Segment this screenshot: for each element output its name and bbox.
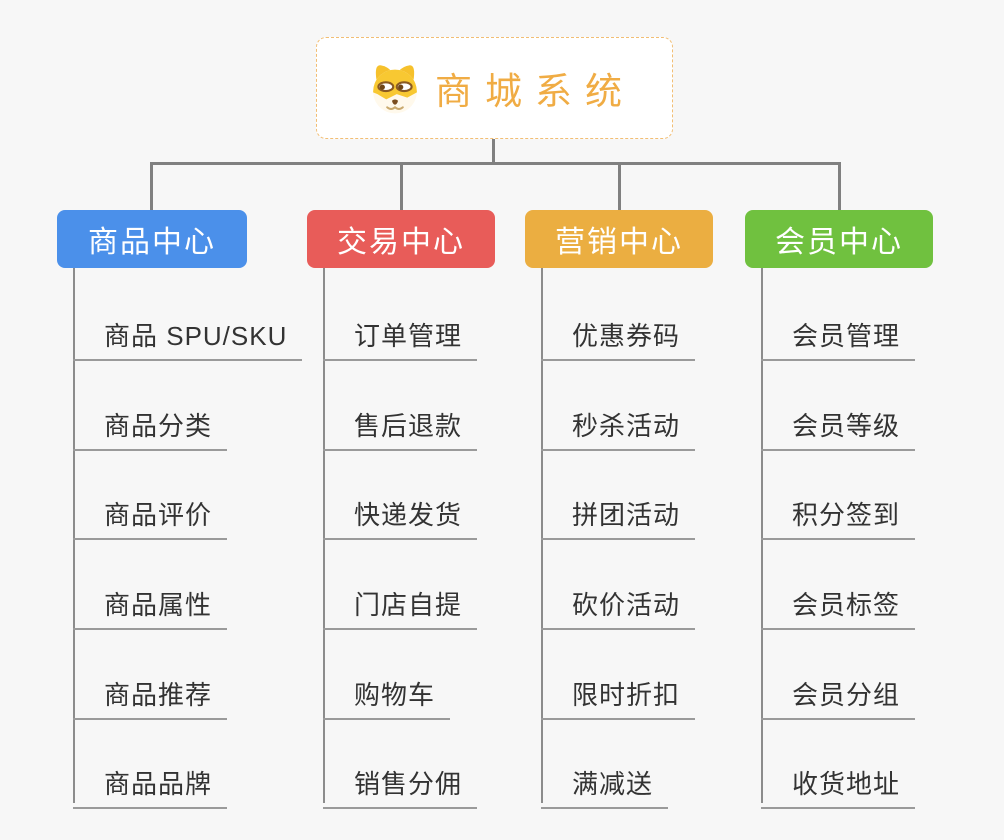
shiba-dog-icon — [367, 60, 423, 116]
branch-node-product-center[interactable]: 商品中心 — [57, 210, 247, 268]
leaf-node[interactable]: 砍价活动 — [541, 578, 696, 630]
branch-spine-line — [761, 268, 763, 803]
branch-connector-drop — [400, 162, 403, 211]
branch-connector-bus — [150, 162, 840, 165]
leaf-node[interactable]: 商品 SPU/SKU — [73, 309, 303, 361]
leaf-node[interactable]: 会员管理 — [761, 309, 916, 361]
leaf-node[interactable]: 商品推荐 — [73, 668, 228, 720]
branch-label: 商品中心 — [88, 226, 216, 259]
leaf-node[interactable]: 收货地址 — [761, 757, 916, 809]
branch-connector-drop — [150, 162, 153, 211]
branch-node-marketing-center[interactable]: 营销中心 — [525, 210, 713, 268]
leaf-node[interactable]: 拼团活动 — [541, 488, 696, 540]
leaf-node[interactable]: 订单管理 — [323, 309, 478, 361]
leaf-node[interactable]: 会员标签 — [761, 578, 916, 630]
leaf-node[interactable]: 快递发货 — [323, 488, 478, 540]
root-title: 商城系统 — [435, 71, 635, 112]
leaf-node[interactable]: 销售分佣 — [323, 757, 478, 809]
branch-label: 营销中心 — [555, 226, 683, 259]
leaf-node[interactable]: 商品评价 — [73, 488, 228, 540]
branch-connector-drop — [618, 162, 621, 211]
leaf-node[interactable]: 门店自提 — [323, 578, 478, 630]
root-connector-stem — [492, 139, 495, 165]
leaf-node[interactable]: 限时折扣 — [541, 668, 696, 720]
leaf-node[interactable]: 秒杀活动 — [541, 399, 696, 451]
leaf-node[interactable]: 会员分组 — [761, 668, 916, 720]
branch-connector-drop — [838, 162, 841, 211]
leaf-node[interactable]: 满减送 — [541, 757, 669, 809]
leaf-node[interactable]: 购物车 — [323, 668, 451, 720]
branch-node-trade-center[interactable]: 交易中心 — [307, 210, 495, 268]
leaf-node[interactable]: 积分签到 — [761, 488, 916, 540]
branch-spine-line — [323, 268, 325, 803]
branch-label: 交易中心 — [337, 226, 465, 259]
leaf-node[interactable]: 售后退款 — [323, 399, 478, 451]
leaf-node[interactable]: 商品品牌 — [73, 757, 228, 809]
leaf-node[interactable]: 商品分类 — [73, 399, 228, 451]
root-node[interactable]: 商城系统 — [316, 37, 673, 139]
leaf-node[interactable]: 商品属性 — [73, 578, 228, 630]
branch-label: 会员中心 — [775, 226, 903, 259]
leaf-node[interactable]: 会员等级 — [761, 399, 916, 451]
leaf-node[interactable]: 优惠券码 — [541, 309, 696, 361]
branch-spine-line — [73, 268, 75, 803]
branch-node-member-center[interactable]: 会员中心 — [745, 210, 933, 268]
branch-spine-line — [541, 268, 543, 803]
